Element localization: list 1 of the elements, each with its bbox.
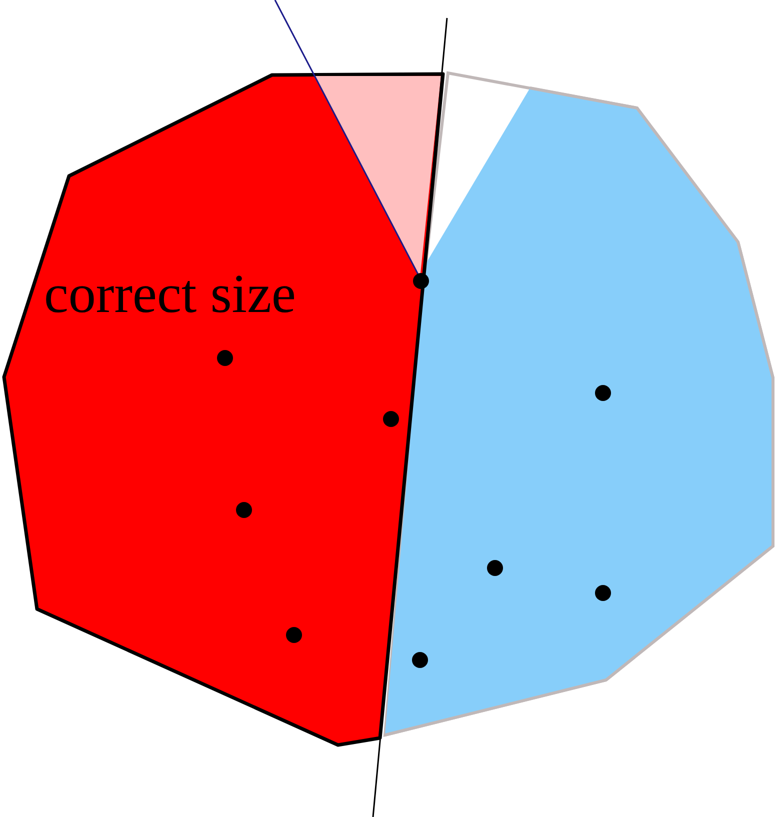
region-label: correct size <box>44 266 296 321</box>
